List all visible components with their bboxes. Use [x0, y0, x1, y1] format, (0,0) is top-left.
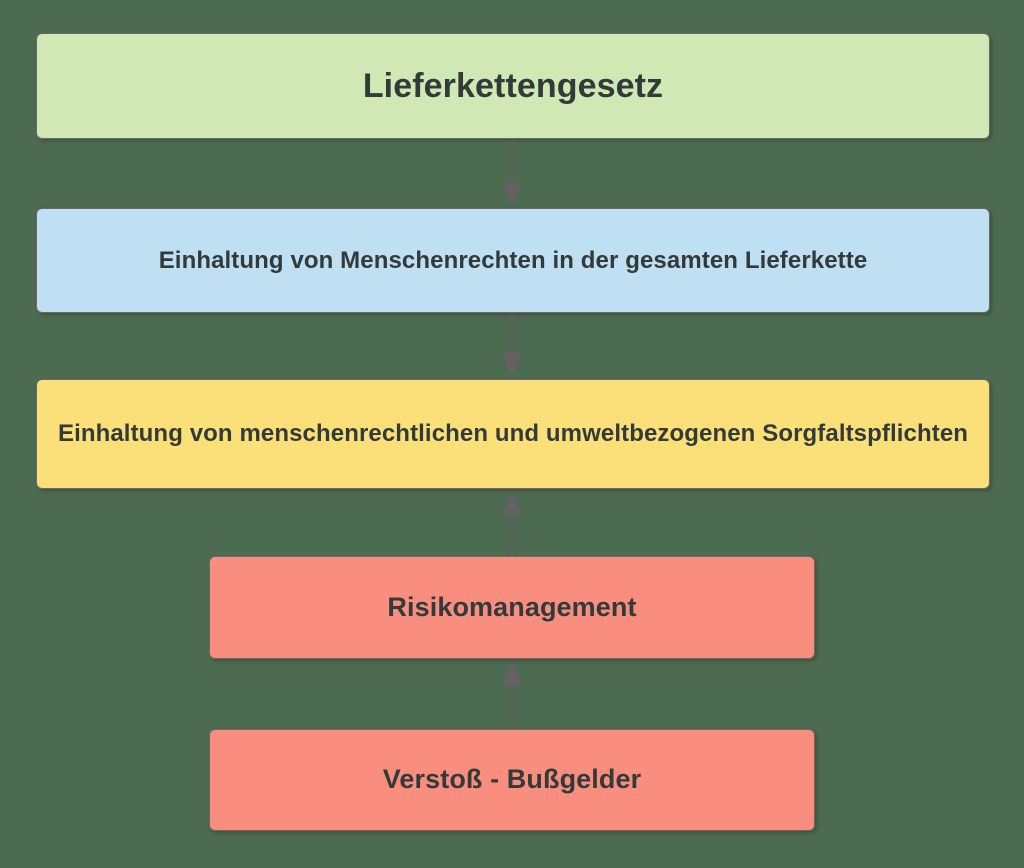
edge-lieferkettengesetz-to-menschenrechte: [503, 139, 521, 207]
node-verstoss[interactable]: Verstoß - Bußgelder: [209, 729, 815, 831]
node-label: Risikomanagement: [387, 591, 637, 622]
node-lieferkettengesetz[interactable]: Lieferkettengesetz: [36, 33, 990, 139]
node-label: Einhaltung von Menschenrechten in der ge…: [158, 246, 868, 274]
node-label: Verstoß - Bußgelder: [382, 764, 642, 795]
edge-verstoss-to-risikomanagement: [503, 660, 521, 729]
node-label: Einhaltung von menschenrechtlichen und u…: [57, 420, 969, 447]
node-risikomanagement[interactable]: Risikomanagement: [209, 556, 815, 659]
node-label: Lieferkettengesetz: [362, 66, 664, 105]
edge-risikomanagement-to-sorgfaltspflichten: [503, 490, 521, 556]
node-menschenrechte[interactable]: Einhaltung von Menschenrechten in der ge…: [36, 208, 990, 313]
edge-menschenrechte-to-sorgfaltspflichten: [503, 313, 521, 378]
node-sorgfaltspflichten[interactable]: Einhaltung von menschenrechtlichen und u…: [36, 379, 990, 489]
